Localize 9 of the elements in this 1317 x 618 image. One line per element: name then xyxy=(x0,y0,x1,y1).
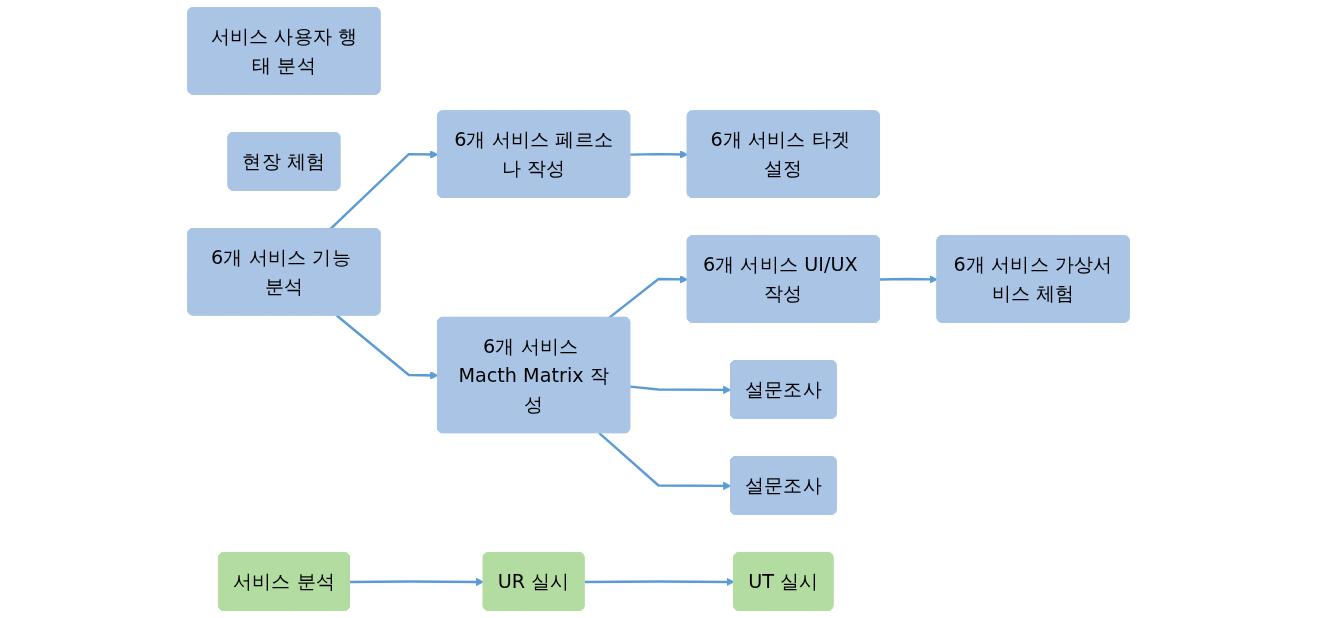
arrow xyxy=(879,275,938,284)
arrow xyxy=(630,150,689,159)
arrow xyxy=(335,314,439,380)
arrow xyxy=(630,385,732,395)
arrow xyxy=(584,577,735,587)
arrow xyxy=(349,577,485,587)
arrow xyxy=(598,432,732,491)
arrow xyxy=(608,275,689,319)
arrow xyxy=(329,150,439,230)
